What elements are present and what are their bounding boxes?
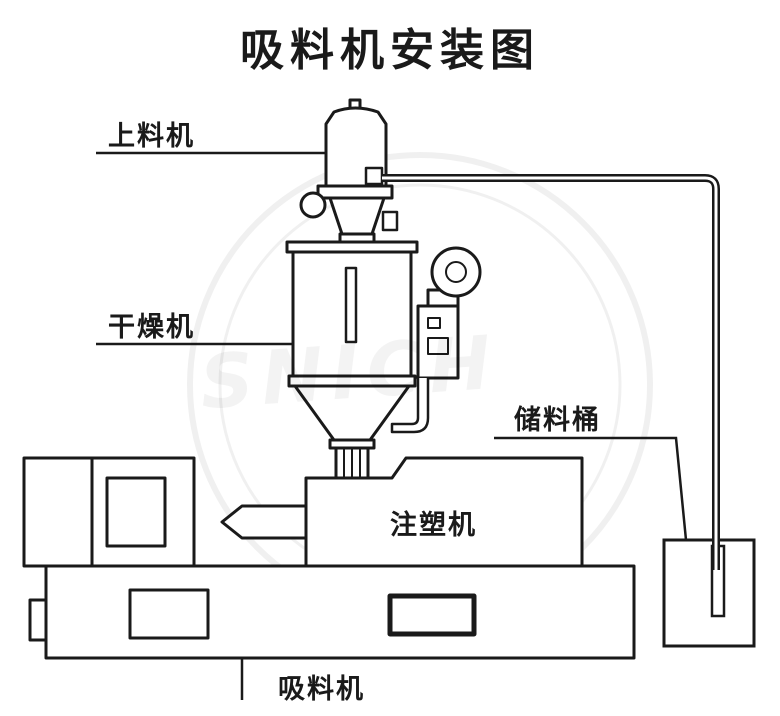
storage-bin xyxy=(662,538,756,648)
loader xyxy=(299,98,399,244)
label-injection-machine: 注塑机 xyxy=(390,510,477,541)
dryer xyxy=(285,240,419,480)
diagram-title: 吸料机安装图 xyxy=(240,25,540,76)
label-bottom: 吸料机 xyxy=(278,674,365,705)
leader-bin xyxy=(494,436,688,541)
blower-and-control xyxy=(390,246,482,434)
label-loader: 上料机 xyxy=(108,121,195,152)
base-left-tab xyxy=(28,598,48,642)
conveying-pipe-inner xyxy=(382,176,718,570)
label-dryer: 干燥机 xyxy=(108,312,195,343)
label-storage-bin: 储料桶 xyxy=(514,405,601,436)
nozzle xyxy=(220,504,308,540)
loader-motor xyxy=(299,191,327,219)
clamp-window xyxy=(105,476,167,548)
base-window-left xyxy=(128,588,210,640)
base-window-right xyxy=(387,593,477,637)
injection-unit xyxy=(304,456,584,568)
